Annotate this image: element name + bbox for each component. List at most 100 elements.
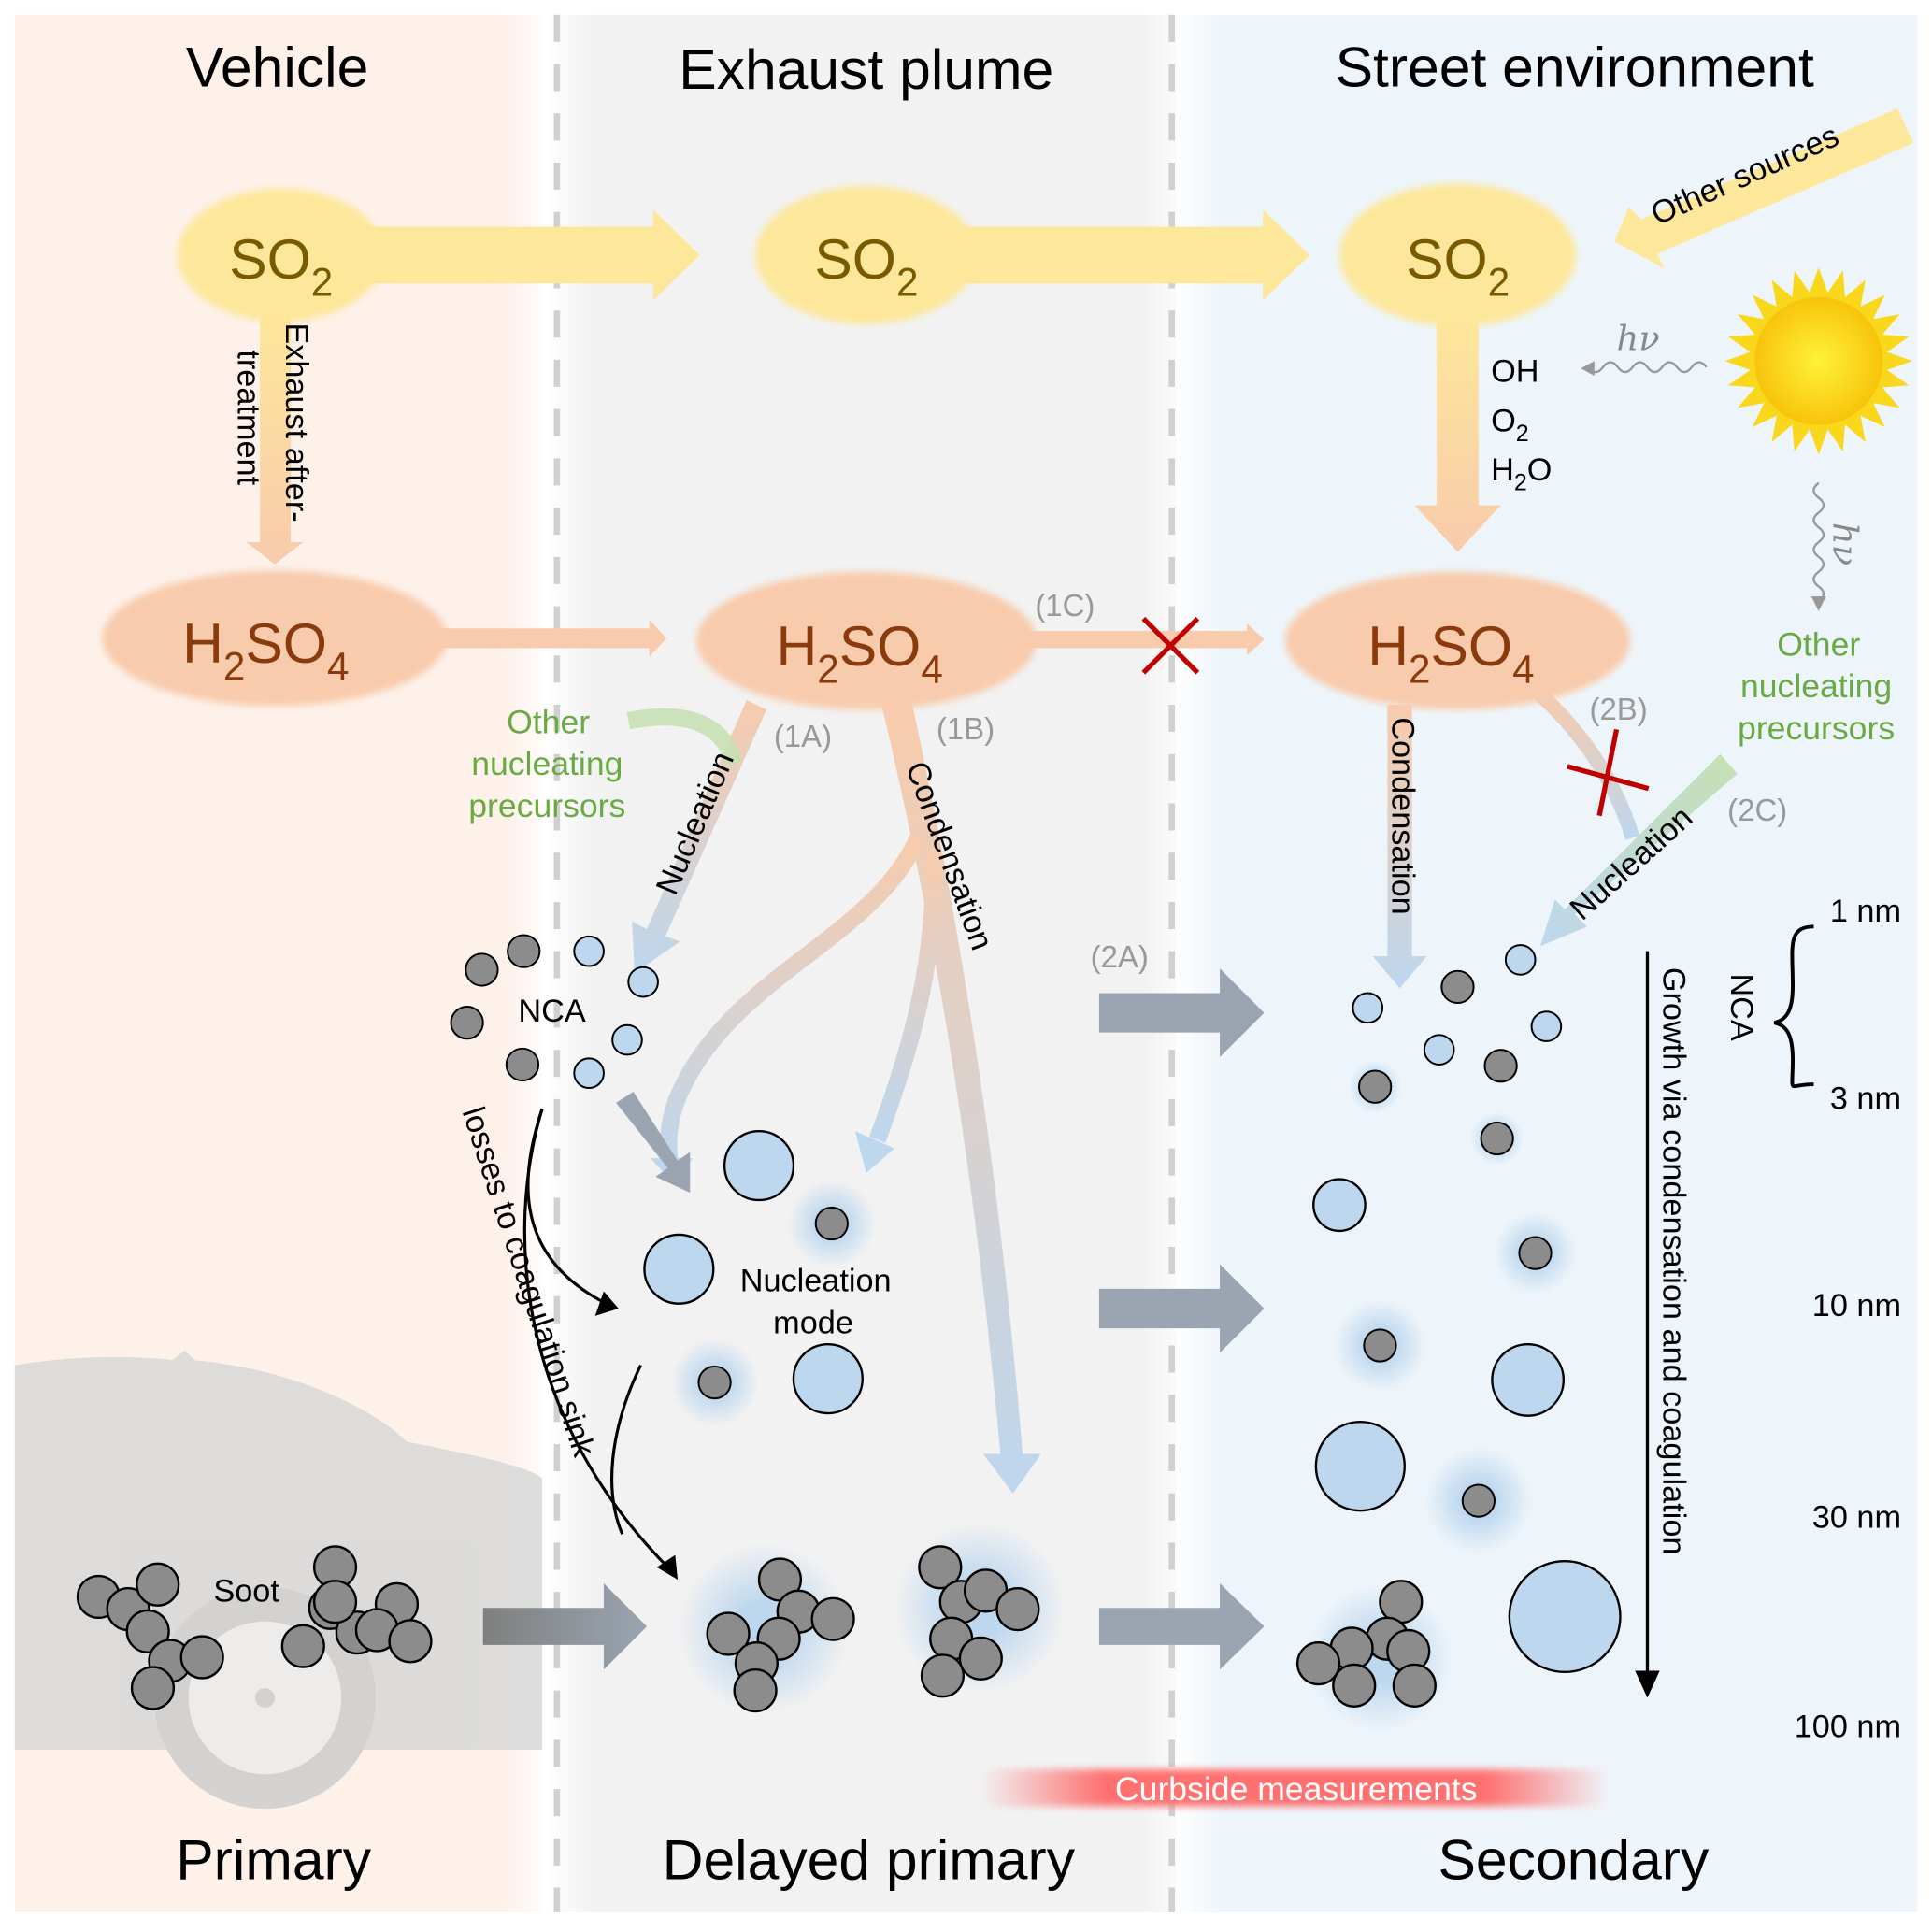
hv-label-2: hν (1825, 522, 1866, 565)
losses-curve-branch (610, 1364, 642, 1535)
transport-arrow-2a-nca (1098, 968, 1265, 1058)
pathway-1b-label: (1B) (937, 711, 995, 746)
grown-particle (1312, 1178, 1367, 1233)
nca-particle (1352, 992, 1384, 1024)
soot-particle (995, 1587, 1040, 1632)
nca-brace (1773, 924, 1814, 1089)
core-particle (1480, 1121, 1514, 1156)
so2-arrow-plume-to-street (918, 209, 1310, 301)
soot-particle (280, 1624, 325, 1668)
grown-particle (1491, 1343, 1566, 1417)
soot-particles (76, 1522, 1066, 1715)
street-nucleation-arrow (1539, 753, 1738, 947)
oxidant-h2o: H2O (1491, 452, 1552, 496)
h2so4-vehicle: H2SO4 (102, 570, 448, 707)
soot-particle (1392, 1663, 1437, 1708)
transport-arrow-soot (482, 1582, 648, 1670)
size-100nm: 100 nm (1795, 1710, 1901, 1745)
soot-particle (130, 1666, 176, 1710)
grown-particle (1508, 1560, 1622, 1674)
soot-particle (958, 1636, 1003, 1681)
soot-particle (388, 1619, 433, 1664)
core-particle (1440, 969, 1475, 1005)
street-other-label-2: nucleating (1740, 667, 1892, 705)
grown-particle (1314, 1421, 1406, 1512)
svg-text:SO2: SO2 (229, 227, 333, 304)
nca-growth-arrow (616, 1091, 691, 1194)
pathway-2b-label: (2B) (1590, 692, 1648, 726)
transport-arrow-soot-2 (1098, 1582, 1265, 1670)
plume-nucleation-arrow (632, 699, 766, 974)
losses-arrowhead-2 (656, 1554, 679, 1580)
soot-particle (1379, 1580, 1424, 1624)
so2-street: SO2 (1338, 183, 1577, 327)
svg-text:H2SO4: H2SO4 (1367, 614, 1534, 691)
oxidation-arrow (1414, 320, 1501, 552)
plume-condensation-arrow-main (880, 702, 1041, 1494)
street-other-label-1: Other (1777, 625, 1860, 663)
plume-other-label-1: Other (507, 703, 590, 740)
vehicle-title: Vehicle (186, 35, 368, 98)
soot-particle (733, 1668, 778, 1713)
soot-particle (1295, 1641, 1341, 1686)
vehicle-footer: Primary (176, 1827, 372, 1891)
pathway-2a-label: (2A) (1091, 939, 1149, 974)
plume-footer: Delayed primary (663, 1827, 1076, 1891)
so2-vehicle: SO2 (177, 188, 385, 322)
soot-particle (312, 1580, 358, 1624)
h2so4-plume: H2SO4 (695, 571, 1037, 710)
growth-label: Growth via condensation and coagulation (1656, 967, 1692, 1555)
condensation-label-street: Condensation (1385, 717, 1421, 914)
soot-particle (136, 1562, 180, 1607)
so2-plume: SO2 (755, 186, 978, 324)
svg-text:H2SO4: H2SO4 (182, 611, 349, 688)
plume-other-label-2: nucleating (471, 745, 623, 782)
street-other-label-3: precursors (1738, 709, 1895, 747)
exhaust-aftertreatment-arrow (246, 314, 304, 565)
svg-text:SO2: SO2 (814, 227, 918, 304)
nca-brace-label: NCA (1724, 973, 1759, 1040)
transport-arrow-nucleation (1098, 1264, 1265, 1353)
nca-particle (1504, 944, 1537, 976)
soot-label: Soot (213, 1574, 279, 1610)
svg-text:H2SO4: H2SO4 (776, 614, 942, 691)
soot-particle (810, 1596, 855, 1641)
size-10nm: 10 nm (1812, 1288, 1901, 1324)
nca-cluster-plume (450, 934, 659, 1089)
blocked-x-2b (1567, 728, 1650, 817)
nucleation-mode-particles (643, 1129, 877, 1427)
losses-curve-to-soot (522, 1108, 673, 1572)
street-2b-arrow (1530, 684, 1640, 840)
other-precursors-plume-arrow (626, 708, 742, 766)
sun-icon (1724, 267, 1912, 455)
street-particles (1295, 944, 1622, 1733)
size-1nm: 1 nm (1830, 894, 1901, 929)
core-particle (1363, 1328, 1397, 1363)
growth-axis-arrowhead (1635, 1670, 1660, 1698)
oxidant-oh: OH (1491, 354, 1538, 390)
plume-condensation-branch-2 (868, 850, 943, 1143)
soot-particle (918, 1545, 963, 1590)
core-particle (1358, 1069, 1393, 1104)
core-particle (1461, 1483, 1496, 1518)
soot-particle (125, 1609, 170, 1653)
pathway-2c-label: (2C) (1727, 793, 1787, 827)
blocked-x-1c (1141, 616, 1200, 675)
nca-particle (1423, 1034, 1455, 1066)
nucleation-mode-label-2: mode (773, 1305, 853, 1340)
street-title: Street environment (1336, 35, 1814, 98)
street-condensation-arrow (1372, 705, 1427, 989)
nca-particle (1530, 1010, 1563, 1042)
losses-arrowhead-1 (594, 1291, 619, 1316)
exhaust-label-line1: Exhaust after- (279, 322, 314, 522)
oxidant-o2: O2 (1491, 403, 1529, 447)
h2so4-arrow-plume-to-street (1023, 623, 1265, 656)
soot-particle (1332, 1663, 1377, 1708)
soot-particle (179, 1635, 224, 1680)
core-particle (1518, 1236, 1553, 1270)
plume-condensation-branch-2-head (854, 1131, 895, 1173)
curbside-label: Curbside measurements (1115, 1770, 1478, 1808)
size-3nm: 3 nm (1830, 1080, 1901, 1116)
pathway-1a-label: (1A) (774, 719, 832, 753)
exhaust-label-line2: treatment (230, 350, 265, 485)
